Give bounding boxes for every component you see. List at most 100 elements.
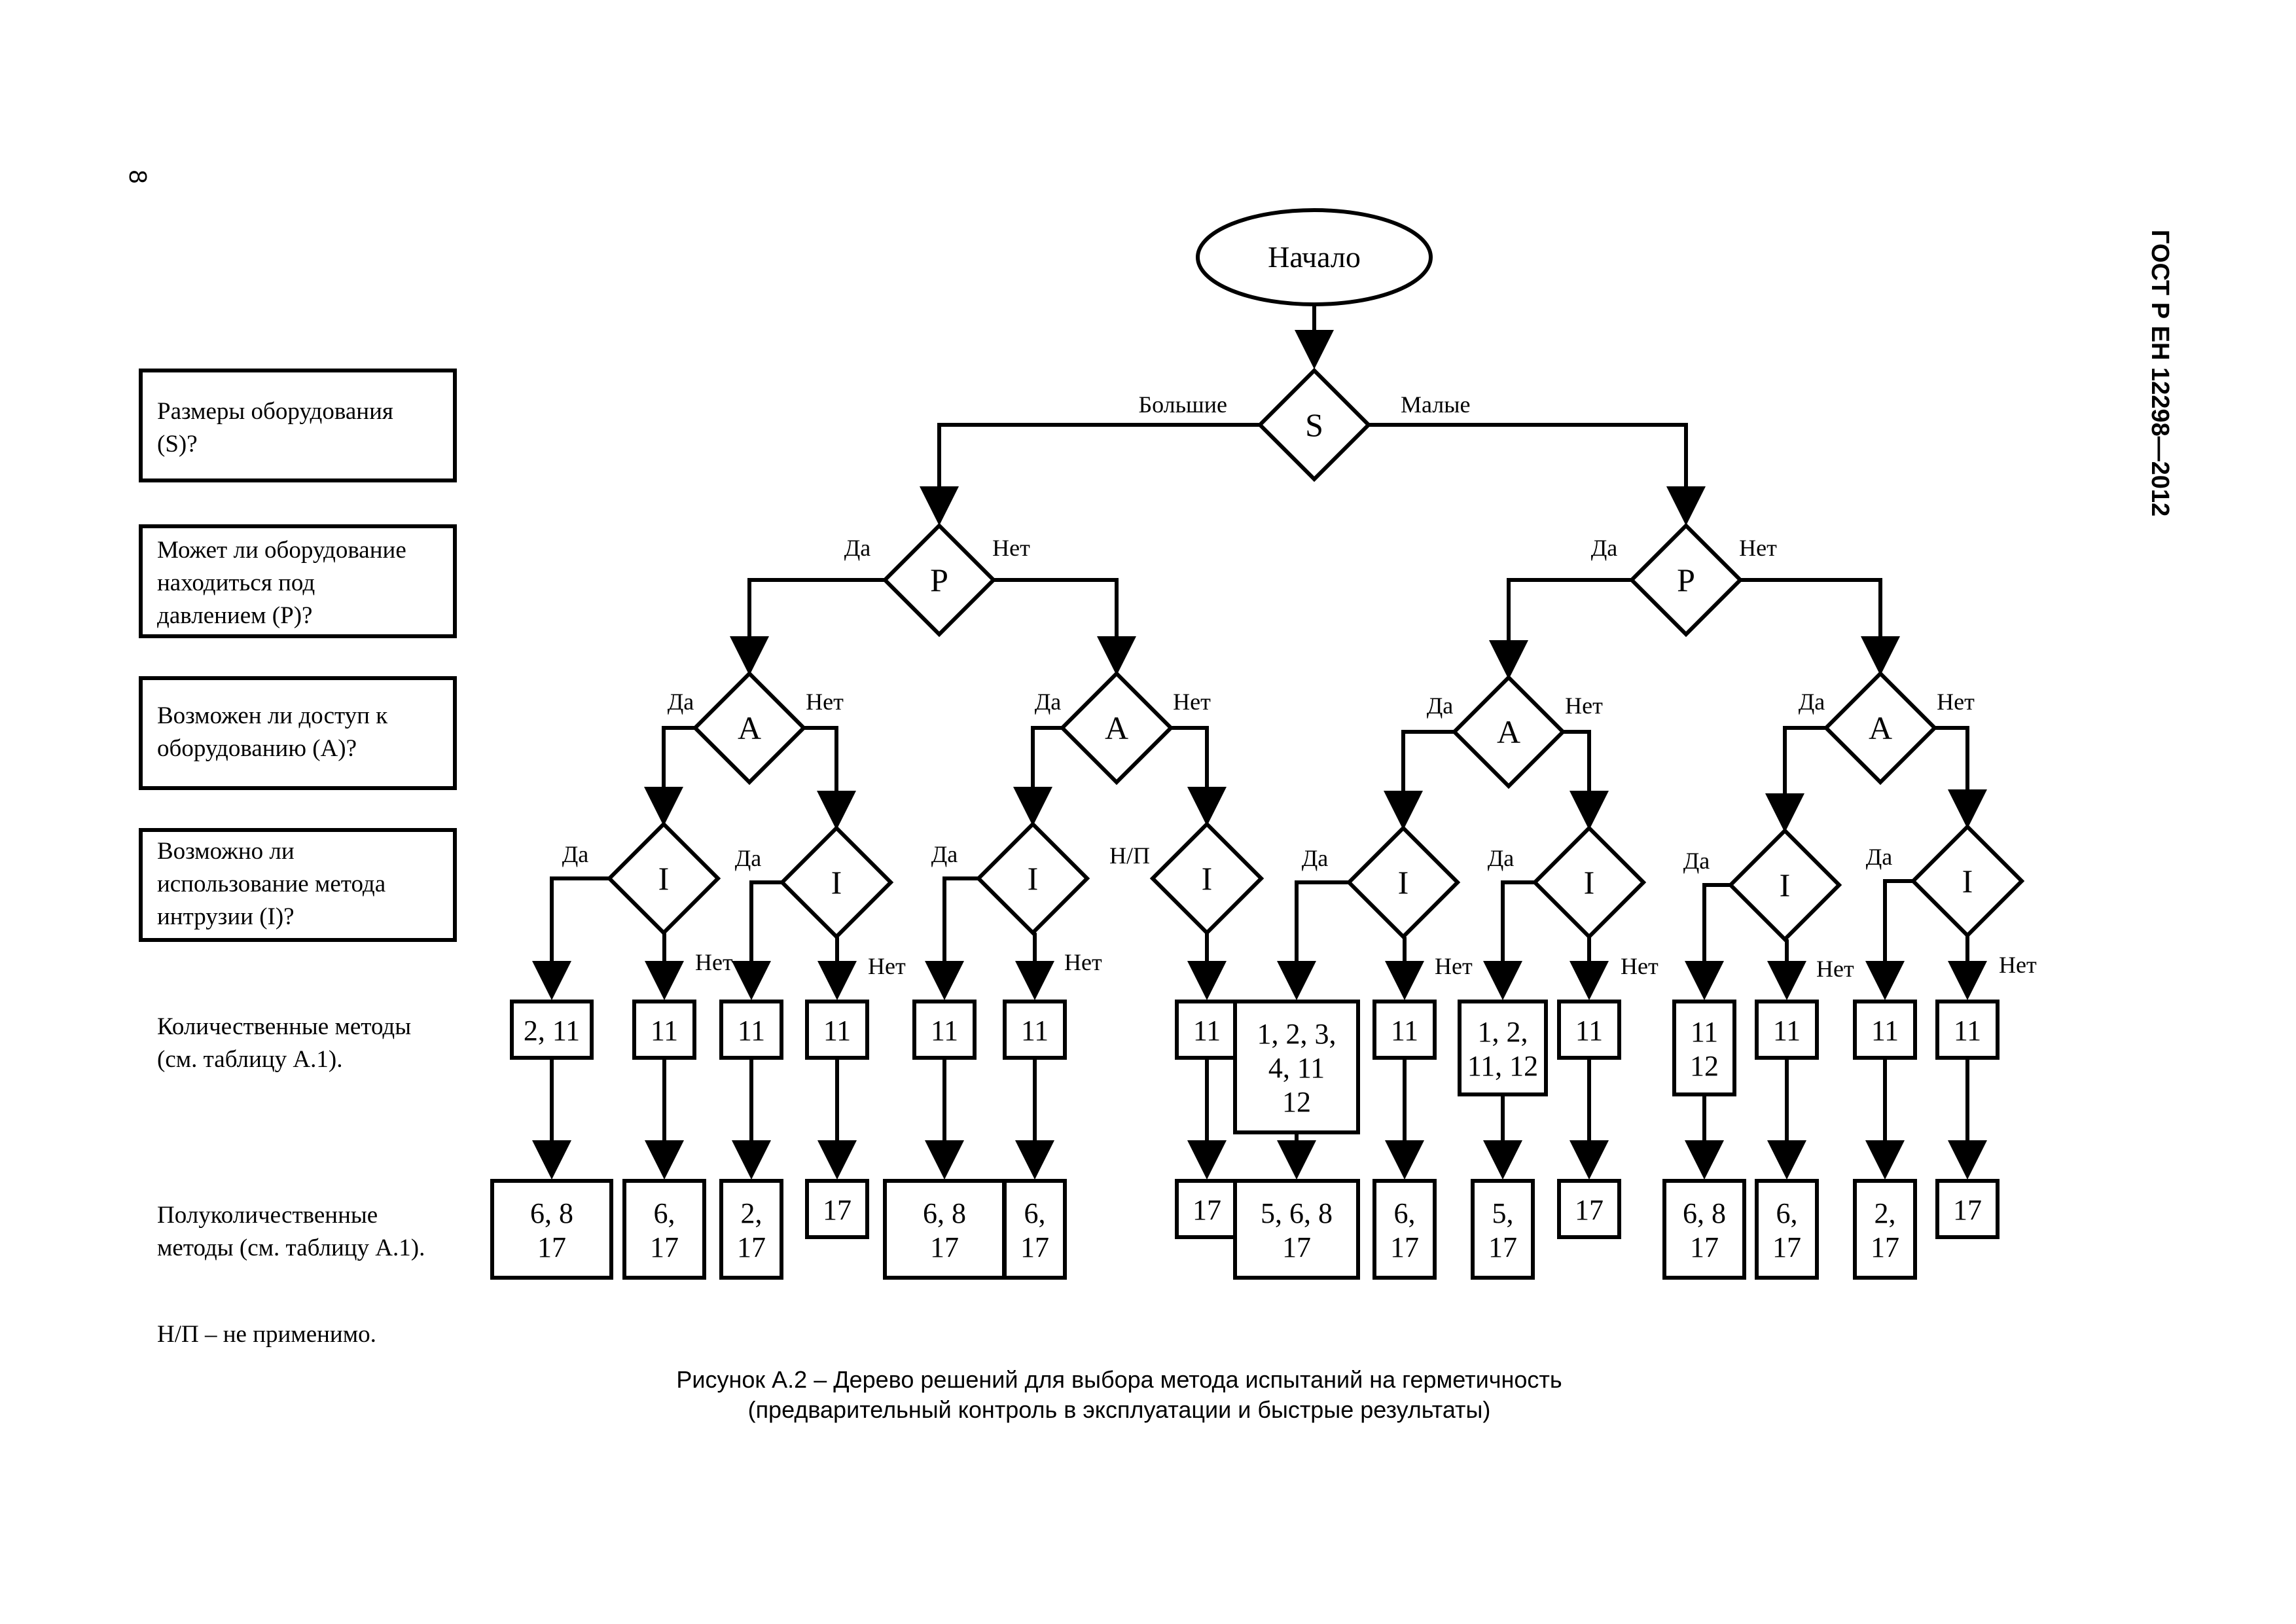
quantitative-result-15 xyxy=(1935,1000,2000,1060)
decision-pressure-1-label: P xyxy=(930,562,948,598)
branch-label-yes: Да xyxy=(931,841,958,867)
semiquantitative-label-line-1: Полуколичественные xyxy=(157,1202,378,1229)
semiquantitative-result-6 xyxy=(1003,1179,1067,1280)
semiquantitative-result-7-text-1: 17 xyxy=(1193,1194,1221,1226)
semiquantitative-result-2-text-1: 6, xyxy=(654,1197,675,1229)
page-number: 8 xyxy=(124,170,151,183)
question-pressure-line-2: находиться под xyxy=(157,569,315,596)
branch-label-no: Нет xyxy=(1739,535,1777,561)
branch-label-no: Нет xyxy=(1937,689,1975,715)
start-node-label: Начало xyxy=(1268,240,1361,274)
semiquantitative-result-12-text-1: 6, 8 xyxy=(1683,1197,1726,1229)
semiquantitative-result-5 xyxy=(883,1179,1006,1280)
branch-label-no: Нет xyxy=(1064,949,1102,975)
quantitative-result-10-text-2: 11, 12 xyxy=(1467,1050,1538,1082)
semiquantitative-result-6-text-1: 6, xyxy=(1024,1197,1046,1229)
quantitative-label-line-2: (см. таблицу А.1). xyxy=(157,1046,342,1073)
semiquantitative-result-8 xyxy=(1233,1179,1360,1280)
quantitative-result-12-text-1: 11 xyxy=(1691,1016,1718,1048)
branch-label-large: Большие xyxy=(1138,391,1227,418)
quantitative-result-12 xyxy=(1672,1000,1736,1096)
quantitative-label-line-1: Количественные методы xyxy=(157,1013,411,1040)
semiquantitative-result-14-text-1: 2, xyxy=(1874,1197,1896,1229)
question-size-line-1: Размеры оборудования xyxy=(157,398,393,425)
arrow-connector xyxy=(1767,937,1806,1000)
semiquantitative-result-14 xyxy=(1853,1179,1917,1280)
arrow-connector xyxy=(1865,879,1913,1000)
semiquantitative-result-1-text-1: 6, 8 xyxy=(530,1197,573,1229)
branch-label-yes: Да xyxy=(1035,689,1062,715)
sidebar: Размеры оборудования (S)? Может ли обору… xyxy=(139,369,457,1348)
branch-label-yes: Да xyxy=(735,845,762,871)
figure-caption-line-2: (предварительный контроль в эксплуатации… xyxy=(748,1396,1491,1423)
quantitative-result-14-text-1: 11 xyxy=(1871,1015,1899,1047)
decision-intrusion-8 xyxy=(1910,823,2025,939)
quantitative-result-15-text-1: 11 xyxy=(1954,1015,1981,1047)
semiquantitative-result-9-text-1: 6, xyxy=(1394,1197,1416,1229)
semiquantitative-result-3 xyxy=(719,1179,783,1280)
semiquantitative-result-10-text-2: 17 xyxy=(1488,1231,1517,1263)
decision-intrusion-4 xyxy=(1149,821,1265,936)
figure-caption-line-1: Рисунок А.2 – Дерево решений для выбора … xyxy=(676,1366,1562,1393)
quantitative-result-13 xyxy=(1755,1000,1819,1060)
quantitative-result-6-text-1: 11 xyxy=(1021,1015,1049,1047)
branch-label-na: Н/П xyxy=(1109,842,1150,869)
arrow-connector xyxy=(920,423,1260,526)
branch-label-no: Нет xyxy=(695,949,733,975)
quantitative-result-9 xyxy=(1372,1000,1437,1060)
question-pressure-line-3: давлением (P)? xyxy=(157,602,312,629)
semiquantitative-result-5-text-2: 17 xyxy=(930,1231,959,1263)
branch-label-no: Нет xyxy=(1435,953,1473,979)
quantitative-result-1-text-1: 2, 11 xyxy=(524,1015,580,1047)
question-pressure-line-1: Может ли оборудование xyxy=(157,537,406,564)
quantitative-result-9-text-1: 11 xyxy=(1391,1015,1418,1047)
quantitative-result-5-text-1: 11 xyxy=(931,1015,958,1047)
branch-label-yes: Да xyxy=(1427,693,1454,719)
arrow-connector xyxy=(1685,883,1731,1000)
decision-size xyxy=(1257,367,1372,482)
quantitative-result-8-text-1: 1, 2, 3, xyxy=(1257,1018,1336,1050)
semiquantitative-result-11 xyxy=(1557,1179,1621,1239)
branch-label-yes: Да xyxy=(1683,848,1710,874)
semiquantitative-result-1-text-2: 17 xyxy=(537,1231,566,1263)
question-intrusion-line-2: использование метода xyxy=(157,871,386,897)
decision-access-4-label: A xyxy=(1869,710,1892,746)
branch-label-yes: Да xyxy=(1488,845,1515,871)
branch-label-no: Нет xyxy=(1816,956,1854,982)
semiquantitative-result-5-text-1: 6, 8 xyxy=(923,1197,966,1229)
quantitative-result-13-text-1: 11 xyxy=(1773,1015,1801,1047)
branch-label-no: Нет xyxy=(992,535,1030,561)
semiquantitative-result-8-text-1: 5, 6, 8 xyxy=(1261,1197,1333,1229)
question-box-access xyxy=(139,676,457,790)
semiquantitative-label-line-2: методы (см. таблицу А.1). xyxy=(157,1235,425,1261)
decision-intrusion-5 xyxy=(1346,825,1461,940)
question-box-intrusion xyxy=(139,828,457,942)
question-box-size xyxy=(139,369,457,482)
semiquantitative-result-12 xyxy=(1662,1179,1746,1280)
question-intrusion-line-1: Возможно ли xyxy=(157,838,295,865)
decision-access-4 xyxy=(1823,670,1938,785)
arrow-connector xyxy=(1563,730,1609,830)
quantitative-result-7-text-1: 11 xyxy=(1193,1015,1221,1047)
semiquantitative-result-1 xyxy=(490,1179,613,1280)
branch-label-yes: Да xyxy=(1302,845,1329,871)
quantitative-result-8-text-2: 4, 11 xyxy=(1268,1052,1325,1084)
question-access-line-2: оборудованию (A)? xyxy=(157,735,357,762)
arrow-connector xyxy=(732,880,782,1000)
quantitative-result-4 xyxy=(805,1000,869,1060)
decision-intrusion-5-label: I xyxy=(1398,864,1409,901)
decision-pressure-2 xyxy=(1628,522,1744,638)
decision-intrusion-1 xyxy=(606,821,721,936)
decision-access-1 xyxy=(692,670,807,785)
arrow-connector xyxy=(644,726,695,826)
decision-intrusion-6-label: I xyxy=(1584,864,1595,901)
semiquantitative-result-9 xyxy=(1372,1179,1437,1280)
arrow-connector xyxy=(1013,726,1062,826)
quantitative-result-11-text-1: 11 xyxy=(1575,1015,1603,1047)
branch-label-yes: Да xyxy=(1591,535,1618,561)
decision-access-3-label: A xyxy=(1497,713,1520,750)
decision-pressure-2-label: P xyxy=(1677,562,1695,598)
quantitative-result-2 xyxy=(632,1000,696,1060)
decision-intrusion-7-label: I xyxy=(1780,867,1791,903)
decision-intrusion-3-label: I xyxy=(1028,860,1039,897)
